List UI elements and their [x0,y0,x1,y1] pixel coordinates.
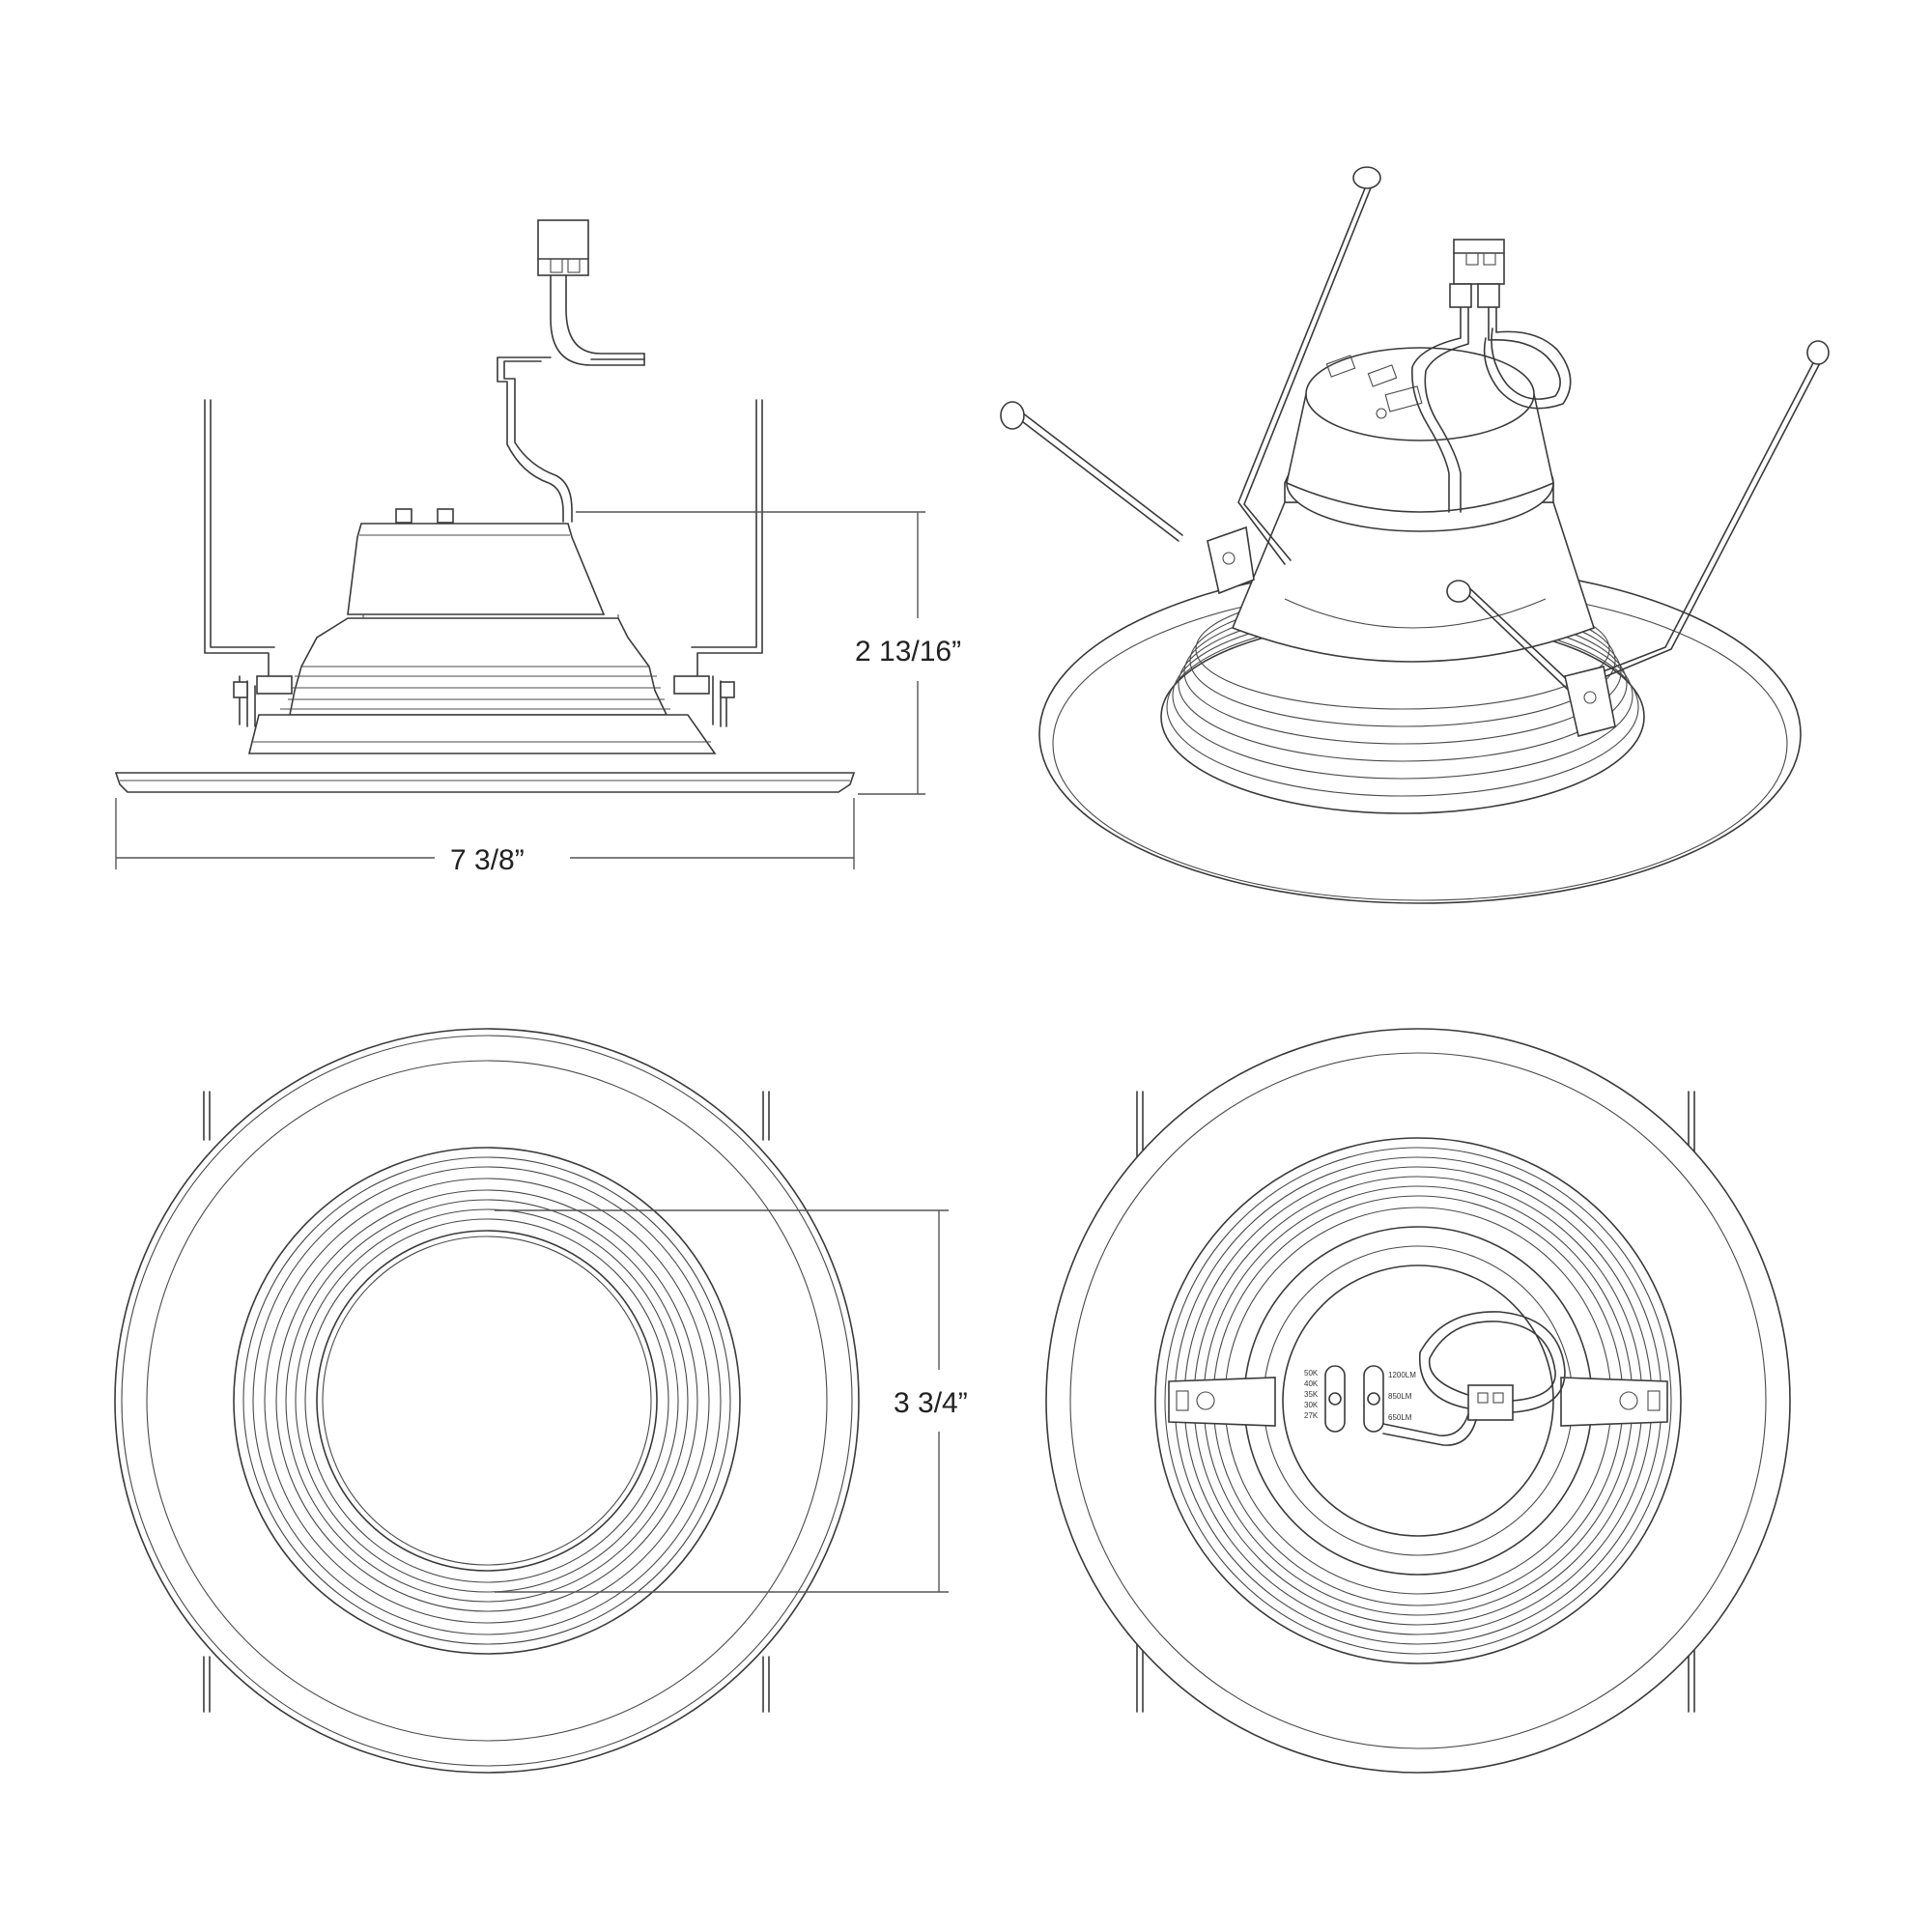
lumen-label: 850LM [1388,1392,1412,1401]
rear-wire-connector [1467,1384,1514,1421]
lumen-label-list: 1200LM 850LM 650LM [1388,1371,1416,1422]
iso-wire-connector [1411,239,1572,513]
isometric-view [1000,166,1830,904]
cct-label: 50K [1304,1369,1319,1378]
cct-label: 35K [1304,1390,1319,1399]
front-view: 3 3/4” [114,1028,968,1774]
aperture-dimension-label: 3 3/4” [894,1387,968,1419]
width-dimension-label: 7 3/8” [450,844,525,876]
cct-label: 27K [1304,1411,1319,1420]
lumen-switch [1363,1365,1384,1433]
lumen-label: 650LM [1388,1413,1412,1422]
left-clip [233,675,293,727]
cct-label: 30K [1304,1401,1319,1409]
side-elevation-view: 2 13/16” 7 3/8” [114,219,961,876]
lumen-label: 1200LM [1388,1371,1416,1379]
wire-connector [497,219,645,523]
cct-switch [1324,1365,1346,1433]
right-clip [673,675,735,727]
cct-label: 40K [1304,1379,1319,1388]
height-dimension-label: 2 13/16” [855,636,961,668]
